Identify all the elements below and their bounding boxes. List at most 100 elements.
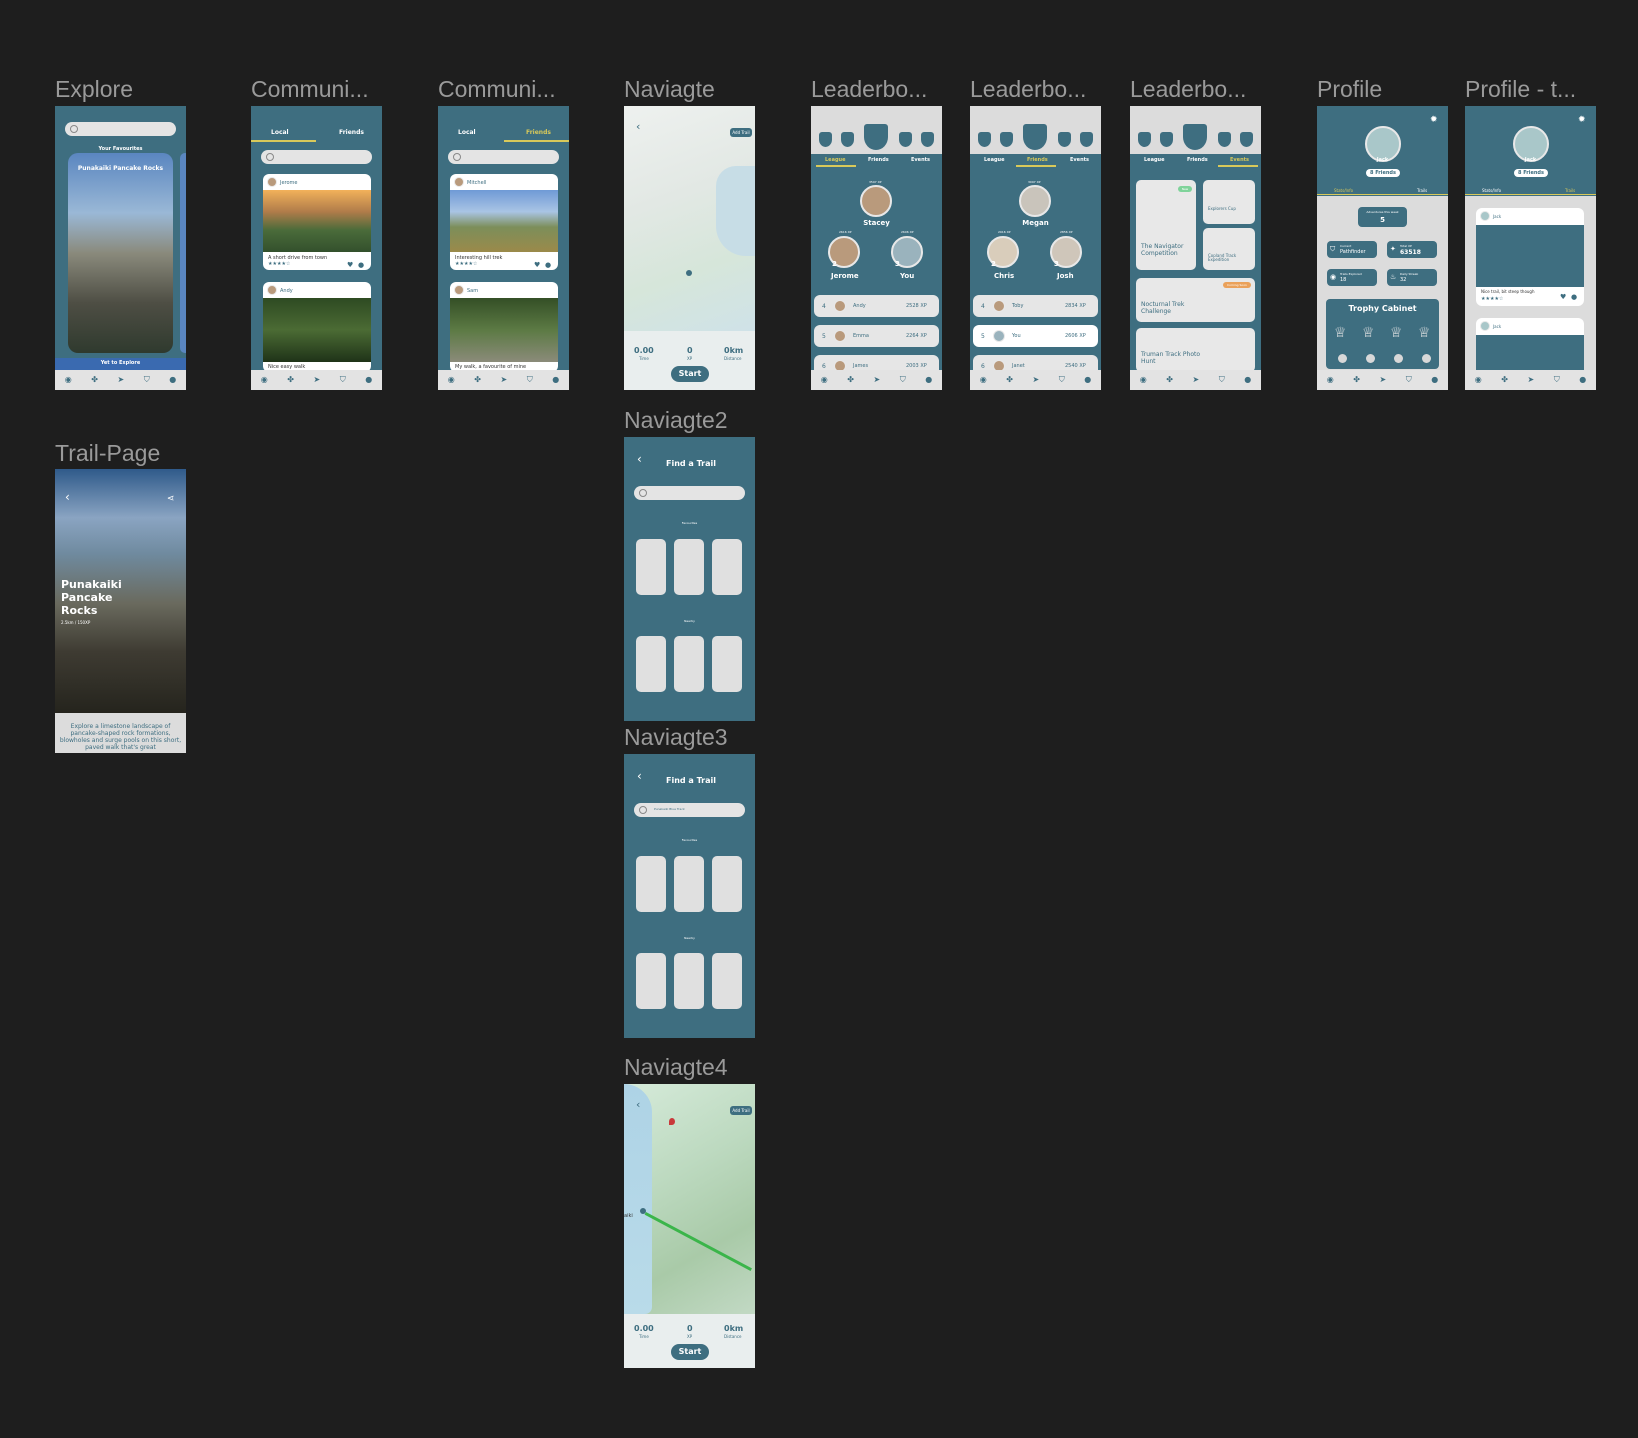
navigate-arrow-icon[interactable]: ➤ (1032, 375, 1040, 384)
paw-icon[interactable]: ✤ (1006, 375, 1013, 384)
tab-events[interactable]: Events (1070, 157, 1089, 163)
leaderboard-row-you[interactable]: 5 You 2606 XP (973, 325, 1098, 347)
user-icon[interactable]: ● (1431, 375, 1439, 384)
heart-icon[interactable]: ♥ (1560, 293, 1567, 301)
trail-tile[interactable] (712, 636, 742, 692)
explore-frame[interactable]: Your Favourites Punakaiki Pancake Rocks … (55, 106, 186, 390)
event-card[interactable]: New The Navigator Competition (1136, 180, 1196, 270)
comment-icon[interactable]: ● (545, 261, 552, 269)
compass-icon[interactable]: ◉ (1474, 375, 1482, 384)
shield-icon[interactable]: ⛉ (1058, 375, 1065, 384)
topo-map[interactable]: aiki (624, 1084, 755, 1314)
navigate-arrow-icon[interactable]: ➤ (117, 375, 125, 384)
comment-icon[interactable]: ● (1571, 293, 1578, 301)
navigate2-frame[interactable]: ‹ Find a Trail Favourites Nearby (624, 437, 755, 721)
favourite-trail-card[interactable]: Punakaiki Pancake Rocks (68, 153, 173, 353)
trail-tile[interactable] (712, 539, 742, 595)
community-friends-frame[interactable]: Local Friends Mitchell Interesting hill … (438, 106, 569, 390)
navigate-arrow-icon[interactable]: ➤ (1527, 375, 1535, 384)
compass-icon[interactable]: ◉ (447, 375, 455, 384)
event-card[interactable]: Coming Soon Nocturnal Trek Challenge (1136, 278, 1255, 322)
gear-icon[interactable]: ✹ (1430, 115, 1438, 125)
search-input[interactable] (448, 150, 559, 164)
start-button[interactable]: Start (671, 366, 709, 382)
next-card-peek[interactable] (180, 153, 186, 353)
event-card[interactable]: Copland Track Expedition (1203, 228, 1255, 270)
post-card[interactable]: Jerome A short drive from town ★★★★☆ ♥ ● (263, 174, 371, 270)
user-icon[interactable]: ● (169, 375, 177, 384)
tab-league[interactable]: League (984, 157, 1005, 163)
navigate-arrow-icon[interactable]: ➤ (1192, 375, 1200, 384)
back-chevron-icon[interactable]: ‹ (65, 490, 70, 504)
trail-tile[interactable] (712, 953, 742, 1009)
search-input[interactable] (65, 122, 176, 136)
trail-tile[interactable] (636, 953, 666, 1009)
trail-tile[interactable] (636, 856, 666, 912)
search-input[interactable] (261, 150, 372, 164)
leaderboard-events-frame[interactable]: League Friends Events New The Navigator … (1130, 106, 1261, 390)
navigate-frame[interactable]: ‹ Add Trail 0.00 Time 0 XP 0km Distance … (624, 106, 755, 390)
friends-pill[interactable]: 8 Friends (1514, 169, 1548, 177)
leaderboard-league-frame[interactable]: League Friends Events 3597 XP Stacey 261… (811, 106, 942, 390)
tab-trails[interactable]: Trails (1565, 188, 1576, 193)
compass-icon[interactable]: ◉ (1326, 375, 1334, 384)
shield-icon[interactable]: ⛉ (526, 375, 533, 384)
trail-tile[interactable] (674, 539, 704, 595)
paw-icon[interactable]: ✤ (1501, 375, 1508, 384)
tab-league[interactable]: League (1144, 157, 1165, 163)
paw-icon[interactable]: ✤ (91, 375, 98, 384)
paw-icon[interactable]: ✤ (287, 375, 294, 384)
paw-icon[interactable]: ✤ (1353, 375, 1360, 384)
trail-tile[interactable] (636, 539, 666, 595)
share-icon[interactable]: ⋖ (167, 494, 175, 504)
compass-icon[interactable]: ◉ (1139, 375, 1147, 384)
event-card[interactable]: Explorers Cup (1203, 180, 1255, 224)
compass-icon[interactable]: ◉ (820, 375, 828, 384)
paw-icon[interactable]: ✤ (474, 375, 481, 384)
friends-pill[interactable]: 8 Friends (1366, 169, 1400, 177)
search-input[interactable]: Punakaiki Blue Track (634, 803, 745, 817)
tab-stats[interactable]: Stats/Info (1334, 188, 1354, 193)
tab-events[interactable]: Events (911, 157, 930, 163)
user-icon[interactable]: ● (552, 375, 560, 384)
tab-events[interactable]: Events (1230, 157, 1249, 163)
post-card[interactable]: Mitchell Interesting hill trek ★★★★☆ ♥ ● (450, 174, 558, 270)
navigate3-frame[interactable]: ‹ Find a Trail Punakaiki Blue Track Favo… (624, 754, 755, 1038)
compass-icon[interactable]: ◉ (260, 375, 268, 384)
shield-icon[interactable]: ⛉ (339, 375, 346, 384)
user-icon[interactable]: ● (1579, 375, 1587, 384)
tab-friends[interactable]: Friends (868, 157, 889, 163)
tab-friends[interactable]: Friends (1187, 157, 1208, 163)
trail-tile[interactable] (712, 856, 742, 912)
comment-icon[interactable]: ● (358, 261, 365, 269)
post-card[interactable]: Andy Nice easy walk (263, 282, 371, 372)
event-card[interactable]: Truman Track Photo Hunt (1136, 328, 1255, 372)
paw-icon[interactable]: ✤ (1166, 375, 1173, 384)
add-trail-button[interactable]: Add Trail (730, 128, 752, 137)
leaderboard-row[interactable]: 5 Emma 2264 XP (814, 325, 939, 347)
trail-post-card[interactable]: Jack Nice trail, bit steep though ★★★★☆ … (1476, 208, 1584, 306)
shield-icon[interactable]: ⛉ (143, 375, 150, 384)
trail-tile[interactable] (674, 856, 704, 912)
profile-frame[interactable]: ✹ Jack 8 Friends Stats/Info Trails Adven… (1317, 106, 1448, 390)
back-chevron-icon[interactable]: ‹ (637, 452, 642, 466)
navigate-arrow-icon[interactable]: ➤ (1379, 375, 1387, 384)
navigate-arrow-icon[interactable]: ➤ (500, 375, 508, 384)
add-trail-button[interactable]: Add Trail (730, 1106, 752, 1115)
tab-friends[interactable]: Friends (526, 129, 551, 136)
community-local-frame[interactable]: Local Friends Jerome A short drive from … (251, 106, 382, 390)
user-icon[interactable]: ● (365, 375, 373, 384)
tab-league[interactable]: League (825, 157, 846, 163)
leaderboard-friends-frame[interactable]: League Friends Events 3097 XP Megan 2916… (970, 106, 1101, 390)
leaderboard-row[interactable]: 4 Toby 2834 XP (973, 295, 1098, 317)
user-icon[interactable]: ● (925, 375, 933, 384)
trail-page-frame[interactable]: ‹ ⋖ Punakaiki Pancake Rocks 2.5km / 150X… (55, 469, 186, 753)
navigate4-frame[interactable]: aiki ‹ Add Trail 0.00 Time 0 XP 0km Dist… (624, 1084, 755, 1368)
map[interactable] (624, 106, 755, 331)
compass-icon[interactable]: ◉ (979, 375, 987, 384)
gear-icon[interactable]: ✹ (1578, 115, 1586, 125)
start-button[interactable]: Start (671, 1344, 709, 1360)
heart-icon[interactable]: ♥ (534, 261, 541, 269)
trail-post-card[interactable]: Jack (1476, 318, 1584, 378)
trophy-cabinet[interactable]: Trophy Cabinet ♕ ♕ ♕ ♕ (1326, 299, 1439, 369)
